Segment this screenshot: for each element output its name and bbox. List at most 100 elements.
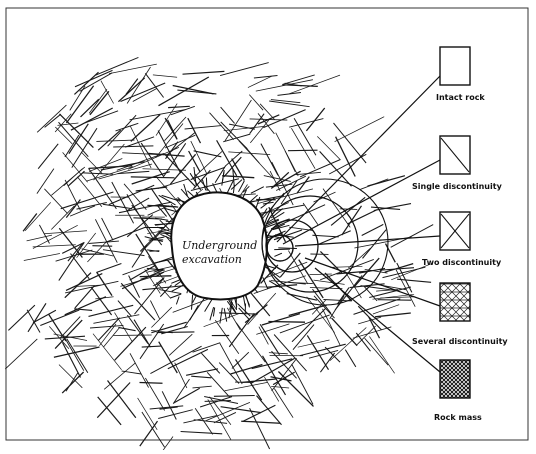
- rock-joint: [157, 332, 195, 333]
- rock-joint: [60, 317, 80, 339]
- rock-joint: [74, 72, 98, 94]
- rock-joint: [193, 343, 221, 353]
- rock-joint: [250, 114, 264, 134]
- rock-joint: [261, 144, 278, 176]
- rock-joint: [69, 124, 88, 154]
- leader-line-intact: [277, 76, 440, 242]
- rock-joint: [330, 328, 366, 361]
- rock-joint: [336, 137, 356, 177]
- rock-joint: [113, 146, 153, 147]
- rock-joint: [335, 117, 385, 142]
- rock-joint: [23, 214, 37, 232]
- rock-joint: [227, 308, 240, 330]
- rock-joint: [63, 152, 88, 182]
- rock-joint: [38, 144, 58, 169]
- rock-joint: [168, 349, 208, 368]
- sample-label-intact: Intact rock: [436, 93, 485, 102]
- sample-two-discontinuity: Two discontinuity: [422, 212, 502, 267]
- rock-joint: [108, 115, 137, 146]
- rock-joint: [183, 71, 225, 74]
- rock-joint: [104, 363, 135, 390]
- rock-joint: [250, 408, 270, 449]
- rock-joint: [83, 173, 113, 174]
- rock-joint: [102, 218, 113, 240]
- rock-joint: [250, 118, 270, 143]
- rock-joint: [242, 379, 276, 382]
- rock-joint: [310, 274, 332, 275]
- rock-joint: [254, 76, 278, 79]
- rock-joint: [278, 372, 313, 407]
- rock-joint: [103, 204, 132, 209]
- rock-joint: [113, 335, 151, 336]
- rock-joint: [375, 313, 411, 317]
- rock-joint: [369, 336, 394, 373]
- excavation-fracture: [274, 249, 290, 250]
- rock-joint: [191, 167, 225, 179]
- rock-joint: [181, 432, 223, 434]
- rock-joint: [361, 179, 389, 189]
- rock-joint: [115, 313, 133, 342]
- sample-label-several: Several discontinuity: [412, 337, 508, 346]
- rock-joint: [96, 140, 134, 141]
- rock-joint: [108, 381, 136, 418]
- rock-joint: [207, 372, 229, 397]
- rock-joint: [127, 194, 153, 238]
- sample-label-single: Single discontinuity: [412, 182, 503, 191]
- rock-joint: [65, 180, 80, 211]
- rock-joint: [66, 373, 78, 391]
- rock-joint: [310, 288, 343, 289]
- excavation-fracture: [206, 178, 207, 191]
- excavation-fracture: [274, 253, 282, 256]
- rock-joint: [130, 110, 186, 120]
- rock-joint: [289, 119, 323, 128]
- rock-joint: [289, 75, 340, 94]
- rock-joint: [278, 93, 301, 96]
- rock-joint: [37, 105, 66, 132]
- rock-joint: [159, 290, 181, 294]
- rock-joint: [140, 383, 163, 384]
- rock-joint: [215, 320, 239, 354]
- rock-joint: [44, 189, 67, 214]
- rock-joint: [356, 326, 375, 345]
- rock-joint: [93, 334, 122, 370]
- rock-joint: [96, 57, 139, 75]
- sample-single-discontinuity: Single discontinuity: [412, 136, 503, 191]
- rock-joint: [320, 353, 334, 372]
- excavation-fracture: [278, 248, 297, 249]
- rock-joint: [112, 182, 134, 223]
- rock-joint: [5, 339, 37, 369]
- rock-joint: [150, 346, 201, 373]
- rock-joint: [27, 310, 40, 333]
- rock-joint: [214, 396, 255, 397]
- rock-joint: [353, 327, 392, 338]
- rock-joint: [101, 81, 114, 104]
- rock-joint: [82, 249, 114, 256]
- sample-label-two: Two discontinuity: [422, 258, 502, 267]
- sample-box-mass: [440, 360, 470, 398]
- sample-rock-mass: Rock mass: [434, 360, 482, 422]
- rock-joint: [362, 224, 384, 235]
- rock-joint: [151, 307, 171, 327]
- rock-joint: [25, 202, 51, 230]
- rock-joint: [96, 264, 121, 273]
- rock-joint: [347, 210, 377, 225]
- excavation-fracture: [243, 296, 245, 306]
- rock-joint: [118, 78, 144, 102]
- rock-joint: [194, 420, 227, 424]
- excavation-fracture: [210, 307, 214, 320]
- excavation-label-line2: excavation: [182, 253, 242, 266]
- excavation-fracture: [256, 197, 260, 208]
- rock-joint: [191, 376, 211, 378]
- rock-joint: [62, 372, 83, 393]
- rock-joint: [140, 421, 158, 446]
- rock-joint: [231, 365, 263, 375]
- rock-joint: [332, 318, 358, 346]
- sample-box-several: [440, 283, 470, 321]
- rock-joint: [292, 364, 313, 404]
- rock-joint: [75, 70, 113, 86]
- rock-joint: [225, 382, 268, 390]
- rock-joint: [306, 108, 324, 131]
- rock-joint: [169, 334, 192, 355]
- rock-joint: [132, 244, 147, 267]
- excavation-fracture: [205, 299, 213, 312]
